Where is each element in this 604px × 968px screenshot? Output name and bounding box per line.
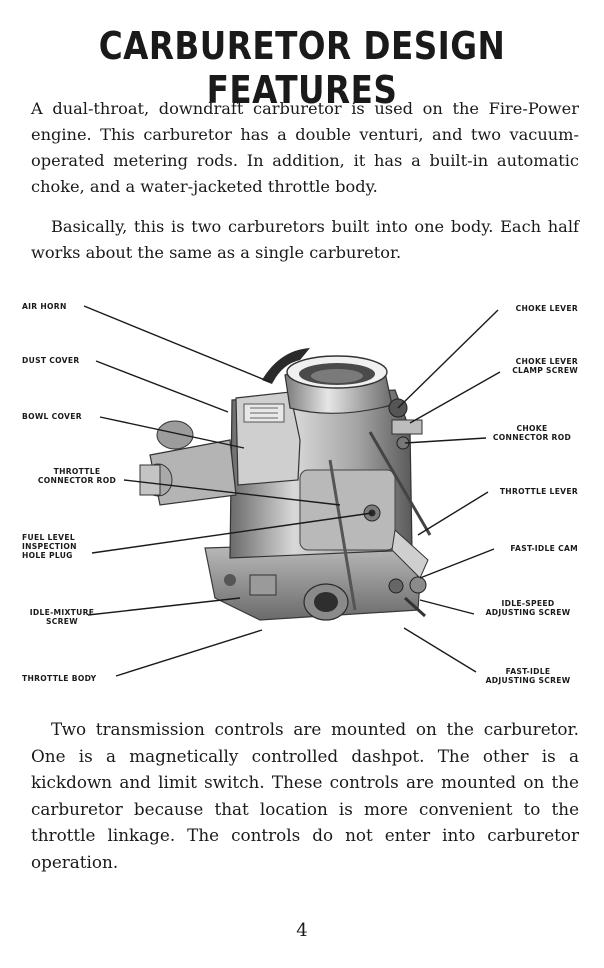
throttle-body-part xyxy=(204,541,421,621)
label-fuel-level-plug: FUEL LEVEL INSPECTION HOLE PLUG xyxy=(22,533,77,560)
label-line: CHOKE xyxy=(516,424,548,433)
label-line: THROTTLE xyxy=(53,467,101,476)
label-line: FUEL LEVEL xyxy=(22,533,75,542)
label-dust-cover: DUST COVER xyxy=(22,356,80,365)
label-idle-mixture-screw: IDLE-MIXTURE SCREW xyxy=(22,608,102,626)
fuel-inlet-fitting xyxy=(139,420,237,506)
label-line: CONNECTOR ROD xyxy=(37,476,117,485)
intro-paragraph: A dual-throat, downdraft carburetor is u… xyxy=(31,99,579,196)
label-line: IDLE-SPEED xyxy=(501,599,555,608)
transmission-controls-paragraph: Two transmission controls are mounted on… xyxy=(31,719,579,872)
label-bowl-cover: BOWL COVER xyxy=(22,412,82,421)
label-fast-idle-adjusting-screw: FAST-IDLE ADJUSTING SCREW xyxy=(476,667,580,685)
label-line: CONNECTOR ROD xyxy=(492,433,572,442)
label-throttle-connector-rod: THROTTLE CONNECTOR ROD xyxy=(32,467,122,485)
label-line: CHOKE LEVER xyxy=(515,357,578,366)
label-line: INSPECTION xyxy=(22,542,77,551)
label-line: HOLE PLUG xyxy=(22,551,73,560)
label-line: ADJUSTING SCREW xyxy=(485,676,571,685)
label-choke-lever: CHOKE LEVER xyxy=(515,304,578,313)
label-choke-lever-clamp-screw: CHOKE LEVER CLAMP SCREW xyxy=(512,357,578,375)
air-horn-part xyxy=(262,348,393,414)
label-idle-speed-adjusting-screw: IDLE-SPEED ADJUSTING SCREW xyxy=(476,599,580,617)
label-line: IDLE-MIXTURE xyxy=(29,608,95,617)
label-line: FAST-IDLE xyxy=(505,667,551,676)
label-air-horn: AIR HORN xyxy=(22,302,67,311)
label-line: CLAMP SCREW xyxy=(512,366,578,375)
label-throttle-body: THROTTLE BODY xyxy=(22,674,97,683)
label-fast-idle-cam: FAST-IDLE CAM xyxy=(510,544,578,553)
page-number: 4 xyxy=(296,920,308,941)
bowl-cover-part xyxy=(235,391,301,486)
leader-lines xyxy=(83,305,501,677)
label-throttle-lever: THROTTLE LEVER xyxy=(499,487,578,496)
body-paragraph: Basically, this is two carburetors built… xyxy=(31,217,579,262)
choke-linkage xyxy=(328,398,432,618)
label-choke-connector-rod: CHOKE CONNECTOR ROD xyxy=(484,424,580,442)
carburetor-illustration xyxy=(83,305,501,677)
page-title: CARBURETOR DESIGN FEATURES xyxy=(98,24,506,112)
label-line: ADJUSTING SCREW xyxy=(485,608,571,617)
label-line: SCREW xyxy=(46,617,78,626)
